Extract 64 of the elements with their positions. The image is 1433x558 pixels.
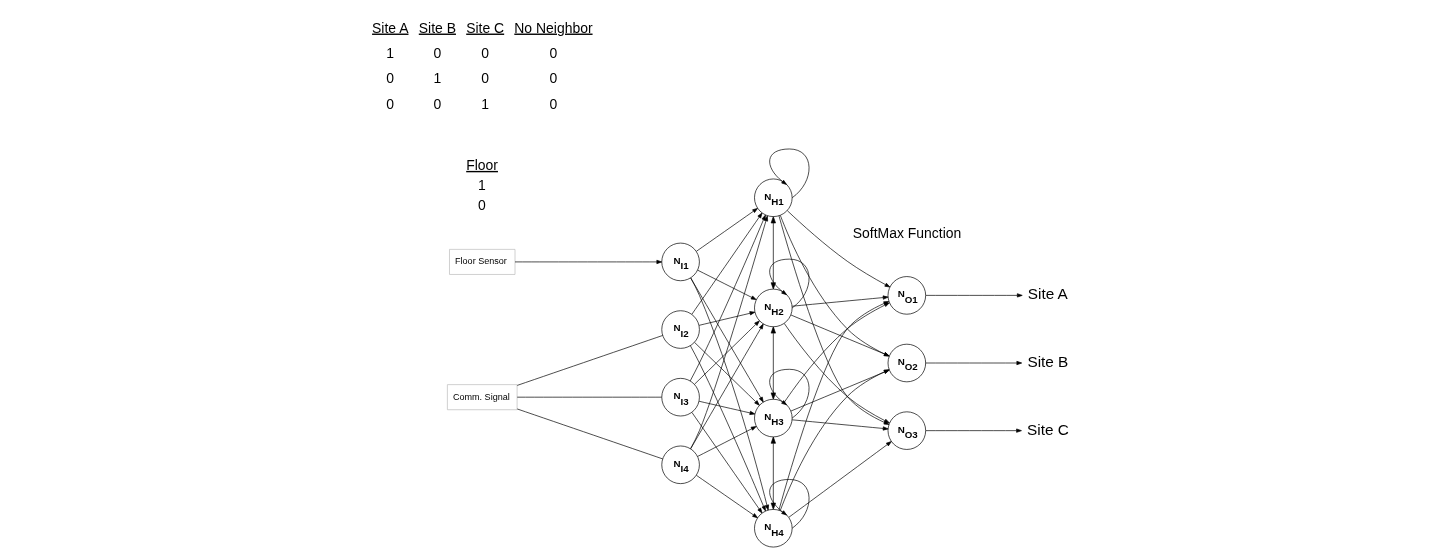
node-box: Comm. Signal (447, 384, 518, 411)
arrow (694, 320, 760, 385)
arrow (690, 277, 769, 511)
arrow (696, 208, 758, 252)
arrow (514, 259, 663, 264)
arrow (787, 210, 891, 288)
label: 0 (549, 95, 558, 112)
label: 0 (481, 45, 489, 62)
arrow (779, 369, 890, 511)
node-text: Site A (1027, 285, 1068, 303)
label: 0 (478, 196, 486, 213)
label: 0 (386, 70, 395, 87)
arrow (689, 214, 766, 382)
label: 1 (478, 177, 486, 194)
label: Site C (466, 19, 505, 36)
label: 1 (433, 70, 442, 87)
node-text: Site C (1027, 420, 1069, 438)
arrow (698, 400, 756, 415)
node-box: Floor Sensor (449, 249, 516, 275)
arrow (694, 342, 760, 406)
label: Floor (466, 156, 498, 173)
connector (516, 408, 663, 460)
arrow (769, 258, 810, 309)
arrow (697, 269, 757, 300)
arrow (788, 441, 892, 518)
arrow (690, 345, 766, 512)
arrow (696, 474, 758, 519)
arrow (769, 368, 810, 419)
arrow (770, 436, 776, 510)
arrow (770, 216, 776, 290)
label: No Neighbor (514, 19, 593, 36)
arrow (691, 212, 763, 315)
label: Site A (372, 19, 409, 36)
label: 0 (549, 45, 558, 62)
node-text: Site B (1027, 352, 1069, 370)
label: Site B (418, 19, 456, 36)
arrow (791, 295, 889, 307)
label: 0 (386, 95, 395, 112)
arrow (698, 311, 756, 326)
arrow (783, 323, 890, 424)
arrow (770, 326, 776, 400)
arrow (690, 215, 768, 450)
arrow (778, 301, 890, 511)
arrow (769, 479, 810, 529)
arrow (690, 323, 764, 449)
label: 0 (481, 70, 489, 87)
arrow (778, 215, 890, 425)
arrow (790, 314, 890, 357)
arrow (783, 302, 890, 403)
arrow (791, 419, 889, 431)
label: 0 (549, 70, 558, 87)
arrow (925, 293, 1023, 298)
arrow (691, 412, 763, 514)
label: SoftMax Function (852, 224, 962, 241)
label: 1 (386, 45, 395, 62)
label: 0 (433, 45, 442, 62)
arrow (925, 428, 1022, 433)
arrow (925, 360, 1023, 366)
arrow (790, 369, 890, 412)
connector (516, 335, 663, 386)
arrow (779, 215, 890, 357)
label: 0 (433, 95, 442, 112)
label: 1 (481, 95, 489, 112)
arrow (697, 426, 757, 457)
